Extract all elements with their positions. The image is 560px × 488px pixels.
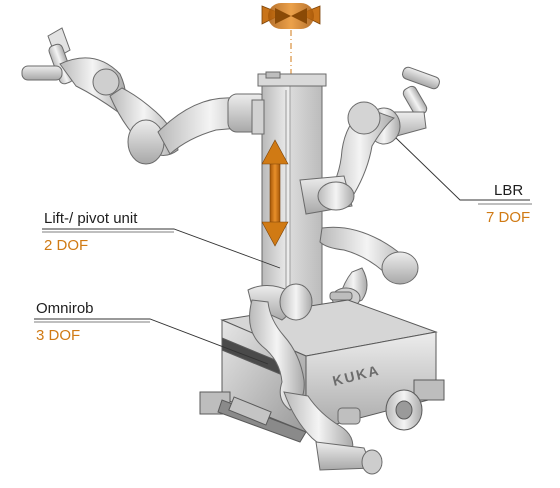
rotation-symbol-icon — [262, 3, 320, 29]
label-lift-dof: 2 DOF — [44, 237, 88, 255]
label-omnirob-dof: 3 DOF — [36, 327, 80, 345]
left-arm — [22, 28, 268, 164]
label-lbr-name: LBR — [494, 182, 523, 200]
label-lbr-dof: 7 DOF — [486, 209, 530, 227]
label-lift-name: Lift-/ pivot unit — [44, 210, 137, 228]
label-omnirob-name: Omnirob — [36, 300, 94, 318]
